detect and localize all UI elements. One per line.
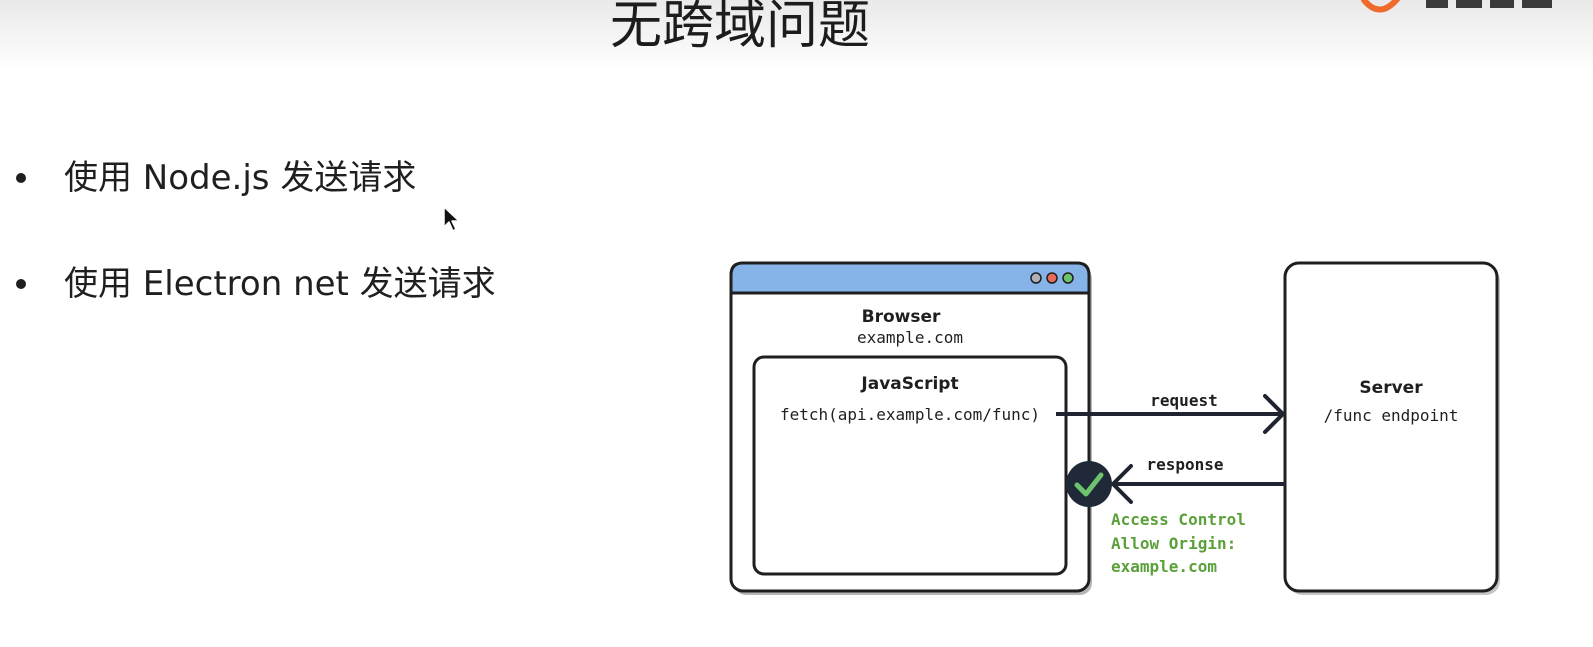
javascript-box: JavaScript fetch(api.example.com/func) <box>752 355 1068 576</box>
top-shade <box>0 0 1593 70</box>
browser-titlebar <box>729 261 1091 295</box>
window-dot-close <box>1046 272 1058 284</box>
header-line: example.com <box>1111 557 1217 576</box>
mouse-pointer-icon <box>443 206 460 232</box>
fetch-call: fetch(api.example.com/func) <box>780 405 1040 424</box>
slide-title: 无跨域问题 <box>609 0 870 56</box>
check-icon <box>1066 461 1112 507</box>
browser-domain: example.com <box>857 328 963 347</box>
bullet-text: 使用 Node.js 发送请求 <box>64 158 417 198</box>
allow-origin-header: Access Control Allow Origin: example.com <box>1111 510 1246 576</box>
bullet-dot <box>16 279 26 289</box>
response-arrow: response <box>1111 455 1286 504</box>
brand-logo <box>1361 0 1552 13</box>
server-endpoint: /func endpoint <box>1324 406 1459 425</box>
server-box: Server /func endpoint <box>1283 261 1500 595</box>
bullet-text: 使用 Electron net 发送请求 <box>64 264 496 304</box>
bullet-item: 使用 Node.js 发送请求 <box>14 150 496 256</box>
header-line: Allow Origin: <box>1111 534 1236 553</box>
request-arrow: request <box>1056 391 1285 434</box>
server-title: Server <box>1359 378 1423 398</box>
header-line: Access Control <box>1111 510 1246 529</box>
bullet-list: 使用 Node.js 发送请求 使用 Electron net 发送请求 <box>14 150 496 362</box>
window-dot-maximize <box>1062 272 1074 284</box>
response-label: response <box>1146 455 1223 474</box>
window-dot-minimize <box>1030 272 1042 284</box>
browser-title: Browser <box>862 307 941 327</box>
bullet-dot <box>16 173 26 183</box>
request-label: request <box>1150 391 1217 410</box>
bullet-item: 使用 Electron net 发送请求 <box>14 256 496 362</box>
javascript-title: JavaScript <box>860 374 958 394</box>
